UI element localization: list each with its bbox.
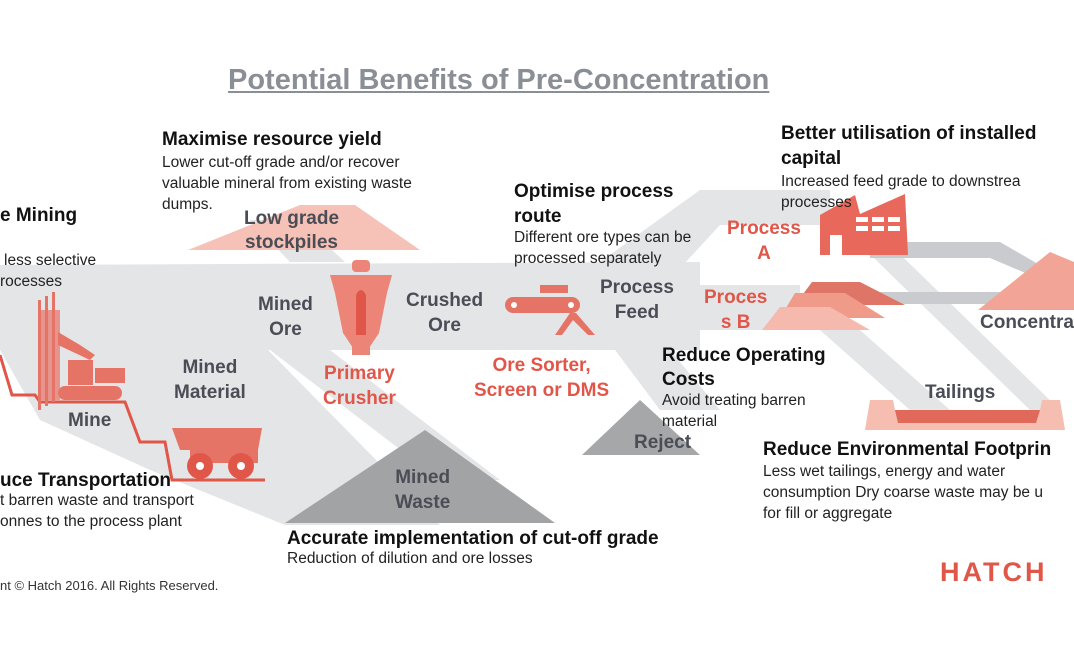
process-plant-icon xyxy=(820,194,908,255)
hatch-logo: HATCH xyxy=(940,557,1048,587)
label-line: Primary xyxy=(324,363,395,384)
label-line: Crushed xyxy=(406,290,484,311)
label-line: Ore xyxy=(269,318,302,340)
reject-band xyxy=(615,350,720,410)
concentrate-label: Concentra xyxy=(980,312,1074,333)
label-line: Waste xyxy=(395,491,451,513)
reject-label: Reject xyxy=(634,432,692,453)
tailings-label: Tailings xyxy=(925,382,996,403)
label-line: Process xyxy=(600,277,674,298)
label-line: s B xyxy=(720,311,751,333)
body-line: Lower cut-off grade and/or recover xyxy=(162,154,400,171)
body-line: valuable mineral from existing waste xyxy=(162,174,412,192)
body-line: less selective xyxy=(4,252,97,269)
environment-heading: Reduce Environmental Footprin xyxy=(763,439,1052,460)
body-line: processed separately xyxy=(514,249,662,267)
label-line: stockpiles xyxy=(245,231,338,253)
body-line: processes xyxy=(781,193,852,211)
heading-line: Reduce Operating xyxy=(662,345,826,366)
resource-yield-body: Lower cut-off grade and/or recover valua… xyxy=(162,153,412,216)
operating-costs-heading: Reduce Operating Costs xyxy=(662,344,826,392)
heading-line: route xyxy=(514,205,562,227)
label-line: Mined xyxy=(258,294,313,315)
heading-line: capital xyxy=(781,147,842,169)
excavator-icon xyxy=(38,292,125,410)
process-route-body: Different ore types can be processed sep… xyxy=(514,228,691,270)
process-b-label: Proces s B xyxy=(704,286,767,335)
ore-sorter-icon xyxy=(505,285,595,335)
ore-sorter-label: Ore Sorter, Screen or DMS xyxy=(474,354,609,403)
body-line: onnes to the process plant xyxy=(0,512,182,530)
transportation-body: t barren waste and transport onnes to th… xyxy=(0,491,194,533)
body-line: t barren waste and transport xyxy=(0,492,194,509)
installed-capital-heading: Better utilisation of installed capital xyxy=(781,122,1036,171)
heading-line: Costs xyxy=(662,369,715,391)
process-b-stack-bottom xyxy=(762,307,870,330)
label-line: Ore Sorter, xyxy=(492,355,591,376)
environment-body: Less wet tailings, energy and water cons… xyxy=(763,462,1043,525)
label-line: Feed xyxy=(614,301,660,323)
label-line: Ore xyxy=(428,314,461,336)
body-line: Different ore types can be xyxy=(514,229,692,246)
label-line: Proces xyxy=(704,287,768,308)
process-route-heading: Optimise process route xyxy=(514,180,673,229)
process-b-band xyxy=(600,285,800,330)
label-line: Mined xyxy=(395,467,451,488)
concentrate-band-a xyxy=(870,242,1045,275)
cut-off-heading: Accurate implementation of cut-off grade xyxy=(287,528,659,549)
label-line: Low grade xyxy=(244,208,340,229)
tailings-band-a xyxy=(840,225,1060,410)
body-line: Increased feed grade to downstrea xyxy=(781,173,1021,190)
copyright-text: nt © Hatch 2016. All Rights Reserved. xyxy=(0,578,219,593)
resource-yield-heading: Maximise resource yield xyxy=(162,129,382,150)
mine-label: Mine xyxy=(68,410,112,431)
mining-body: less selective rocesses xyxy=(0,251,97,293)
label-line: Material xyxy=(174,381,246,403)
transportation-heading: uce Transportation xyxy=(0,470,172,491)
cut-off-body: Reduction of dilution and ore losses xyxy=(287,550,533,567)
operating-costs-body: Avoid treating barren material xyxy=(662,391,806,433)
low-grade-stockpile xyxy=(188,205,420,250)
mining-heading: e Mining xyxy=(0,205,78,226)
reject-pile xyxy=(582,400,700,455)
body-line: Less wet tailings, energy and water xyxy=(763,463,1006,480)
label-line: Screen or DMS xyxy=(474,379,610,401)
label-line: A xyxy=(757,242,771,264)
tailings-band-b xyxy=(820,330,950,410)
haul-truck-icon xyxy=(172,428,262,479)
body-line: consumption Dry coarse waste may be u xyxy=(763,483,1043,501)
mine-pit-outline xyxy=(0,354,265,482)
concentrate-pile xyxy=(978,252,1074,310)
heading-line: Better utilisation of installed xyxy=(781,123,1037,144)
page-title: Potential Benefits of Pre-Concentration xyxy=(228,64,770,96)
concentrate-band-b xyxy=(880,292,1010,304)
body-line: Avoid treating barren xyxy=(662,392,806,409)
label-line: Mined xyxy=(182,357,238,378)
heading-line: Optimise process xyxy=(514,181,674,202)
installed-capital-body: Increased feed grade to downstrea proces… xyxy=(781,172,1021,214)
body-line: dumps. xyxy=(162,195,213,213)
label-line: Process xyxy=(727,218,801,239)
label-line: Crusher xyxy=(323,387,396,409)
body-line: for fill or aggregate xyxy=(763,504,893,522)
body-line: rocesses xyxy=(0,272,63,290)
body-line: material xyxy=(662,412,718,430)
primary-crusher-icon xyxy=(330,260,392,355)
process-a-band xyxy=(600,190,830,290)
mined-waste-pile xyxy=(285,430,555,523)
